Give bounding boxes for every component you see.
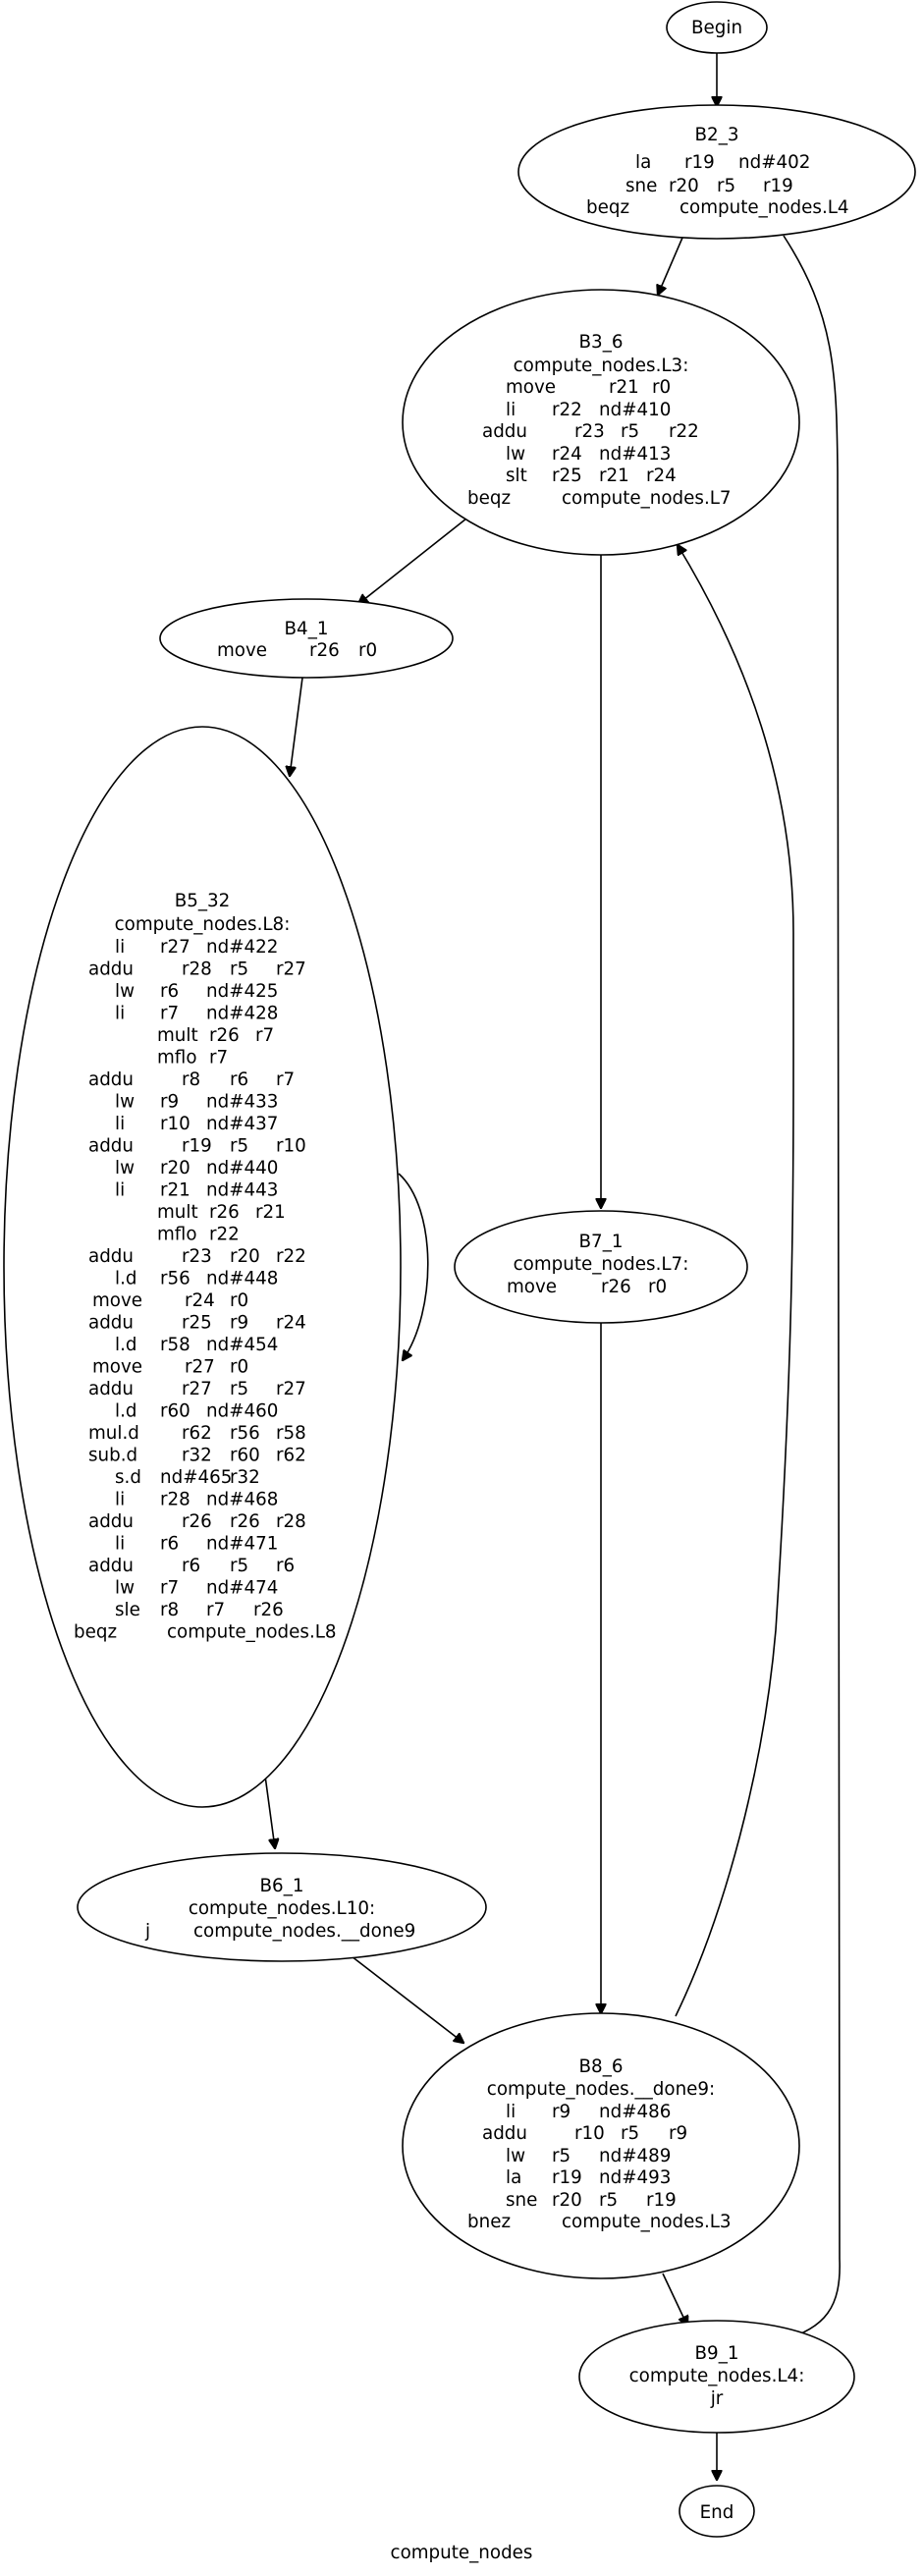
graph-title: compute_nodes — [391, 2543, 533, 2563]
node-b9_1-row-0: jr — [710, 2388, 724, 2409]
node-b9_1-label: compute_nodes.L4: — [629, 2366, 805, 2386]
node-b8_6-label: compute_nodes.__done9: — [487, 2079, 715, 2100]
node-b4_1-title: B4_1 — [285, 619, 329, 639]
edge-b5_32-to-b6_1 — [264, 1775, 275, 1848]
edge-b2_3-to-b9_1 — [783, 235, 841, 2340]
edges — [264, 53, 841, 2480]
edge-b3_6-to-b4_1 — [358, 518, 467, 604]
edge-b6_1-to-b8_6 — [351, 1955, 463, 2043]
node-begin: Begin — [666, 1, 768, 54]
node-b3_6-title: B3_6 — [579, 332, 624, 353]
node-b6_1-title: B6_1 — [260, 1876, 304, 1896]
node-b6_1-label: compute_nodes.L10: — [189, 1898, 375, 1919]
node-b3_6-label: compute_nodes.L3: — [514, 356, 689, 376]
node-end: End — [679, 2485, 755, 2538]
node-b2_3-title: B2_3 — [695, 125, 739, 145]
node-b5_32-label: compute_nodes.L8: — [115, 914, 291, 935]
node-b8_6-title: B8_6 — [579, 2056, 624, 2077]
node-begin-label: Begin — [691, 18, 742, 38]
node-b9_1: B9_1 compute_nodes.L4: jr — [578, 2320, 855, 2434]
edge-b2_3-to-b3_6 — [658, 237, 683, 295]
node-end-label: End — [700, 2502, 734, 2523]
node-b9_1-title: B9_1 — [695, 2343, 739, 2364]
edge-b8_6-to-b3_6 — [675, 545, 794, 2017]
node-b7_1-label: compute_nodes.L7: — [514, 1254, 689, 1275]
edge-b5_32-self-loop — [398, 1173, 429, 1360]
edge-b4_1-to-b5_32 — [290, 677, 303, 776]
edge-b8_6-to-b9_1 — [662, 2273, 687, 2326]
node-b7_1-title: B7_1 — [579, 1232, 624, 1252]
node-b5_32-title: B5_32 — [175, 891, 231, 911]
